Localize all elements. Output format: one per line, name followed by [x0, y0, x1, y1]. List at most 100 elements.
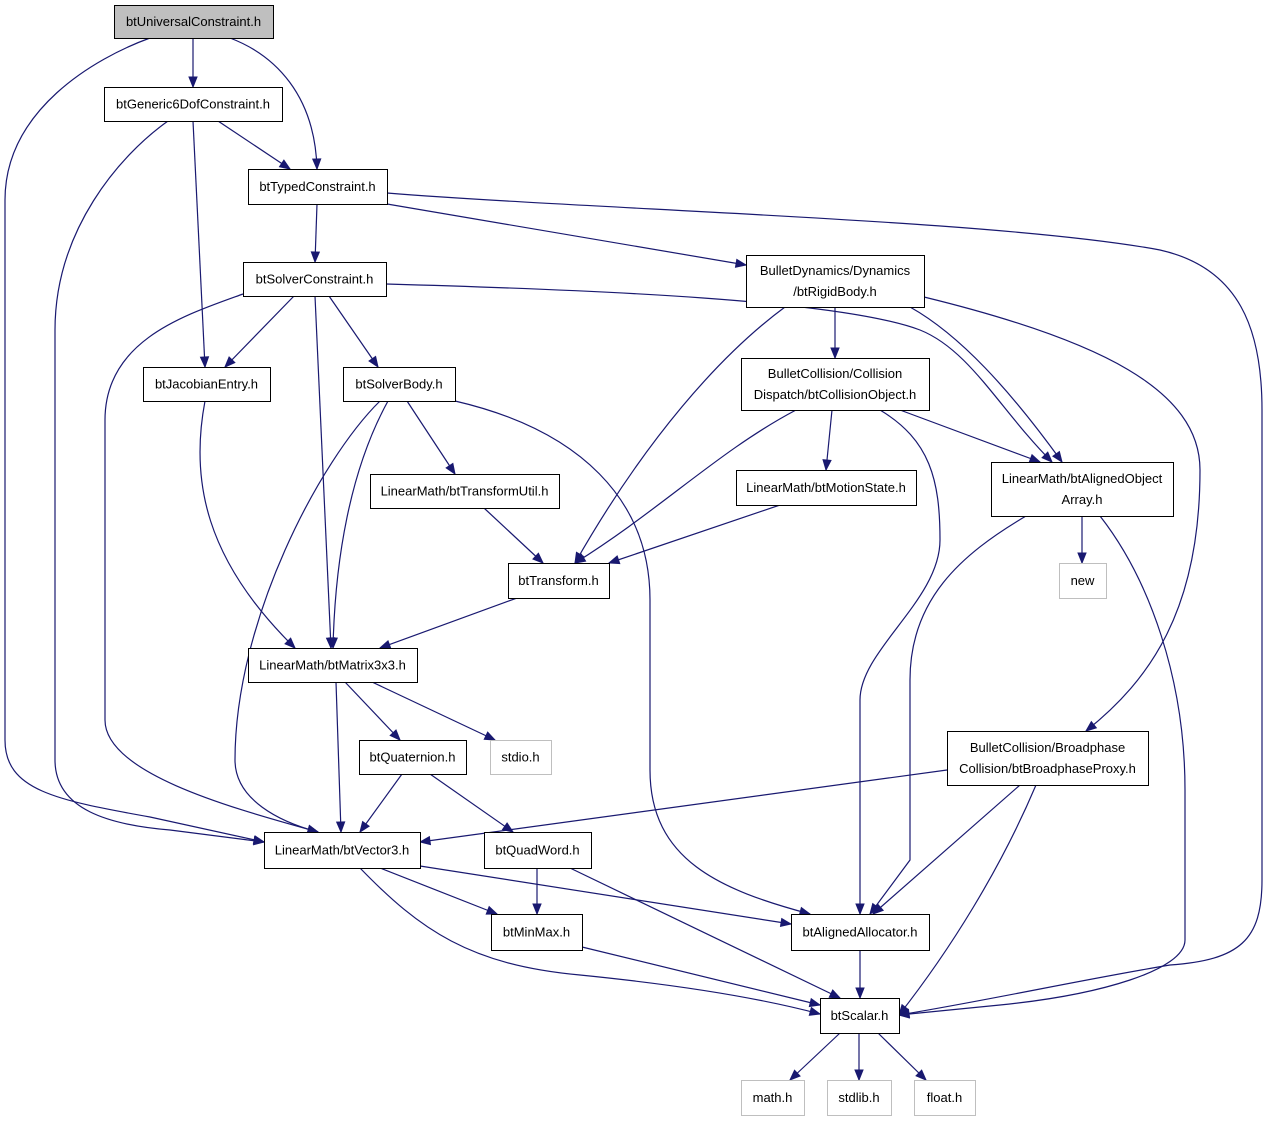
arrowhead [898, 1003, 910, 1017]
node-label: btSolverConstraint.h [256, 272, 374, 287]
node-box [791, 914, 930, 951]
node-btJacobianEntry[interactable]: btJacobianEntry.h [143, 367, 271, 402]
edge-btSolverConstraint-to-btAlignedObjectArray [385, 283, 1053, 463]
node-box [746, 255, 925, 308]
edge-line [344, 681, 401, 741]
node-btMotionState[interactable]: LinearMath/btMotionState.h [736, 470, 917, 506]
edge-btUniversalConstraint-to-btVector3 [4, 37, 266, 845]
arrowhead [822, 459, 832, 472]
node-btGeneric6DofConstraint[interactable]: btGeneric6DofConstraint.h [104, 87, 283, 122]
node-box [490, 740, 552, 775]
edge-btSolverBody-to-btTransformUtil [406, 400, 456, 476]
node-box [359, 740, 467, 775]
node-btRigidBody[interactable]: BulletDynamics/Dynamics/btRigidBody.h [746, 255, 925, 308]
edge-line [569, 867, 841, 999]
edge-line [454, 400, 811, 915]
edge-line [217, 120, 291, 170]
node-btVector3[interactable]: LinearMath/btVector3.h [264, 832, 421, 869]
edge-line [379, 867, 498, 915]
edge-line [328, 295, 379, 368]
node-btQuaternion[interactable]: btQuaternion.h [359, 740, 467, 775]
edge-line [923, 296, 1201, 732]
node-stdio: stdio.h [490, 740, 552, 775]
node-box [827, 1080, 892, 1116]
edge-line [877, 1032, 927, 1081]
node-btCollisionObject[interactable]: BulletCollision/CollisionDispatch/btColl… [741, 358, 930, 411]
edge-btMatrix3x3-to-btVector3 [335, 681, 346, 834]
node-label: math.h [753, 1090, 793, 1105]
node-btSolverBody[interactable]: btSolverBody.h [343, 367, 456, 402]
arrowhead [830, 347, 840, 360]
node-box [484, 832, 592, 869]
edge-btVector3-to-btScalar [359, 867, 822, 1016]
edge-line [872, 784, 1021, 915]
arrowhead [199, 356, 210, 369]
node-btTransformUtil[interactable]: LinearMath/btTransformUtil.h [370, 474, 560, 509]
edge-line [224, 295, 295, 368]
node-label: btAlignedAllocator.h [803, 925, 918, 940]
edge-line [581, 946, 821, 1006]
edge-line [859, 409, 941, 914]
edge-line [899, 409, 1041, 463]
node-label: btMinMax.h [503, 925, 570, 940]
node-label: new [1071, 573, 1095, 588]
edge-line [104, 293, 319, 833]
arrowhead [808, 1006, 822, 1016]
edge-line [229, 37, 318, 170]
edge-btCollisionObject-to-btMotionState [822, 409, 833, 472]
node-btTypedConstraint[interactable]: btTypedConstraint.h [248, 169, 388, 205]
edge-line [406, 400, 456, 475]
edge-line [335, 681, 342, 833]
arrowhead [1028, 453, 1042, 463]
node-label: LinearMath/btVector3.h [275, 843, 409, 858]
arrowhead [252, 835, 266, 846]
node-box [143, 367, 271, 402]
edge-btScalar-to-float [877, 1032, 927, 1081]
node-box [947, 731, 1149, 786]
arrowhead [445, 462, 456, 476]
node-btBroadphaseProxy[interactable]: BulletCollision/BroadphaseCollision/btBr… [947, 731, 1149, 786]
edge-line [419, 769, 948, 843]
edge-btTypedConstraint-to-btSolverConstraint [310, 203, 321, 264]
arrowhead [378, 639, 392, 649]
node-btAlignedAllocator[interactable]: btAlignedAllocator.h [791, 914, 930, 951]
arrowhead [779, 917, 793, 928]
node-box [248, 169, 388, 205]
node-btScalar[interactable]: btScalar.h [820, 998, 900, 1034]
arrowhead [328, 637, 338, 650]
edge-btMatrix3x3-to-stdio [371, 681, 497, 741]
node-label: BulletDynamics/Dynamics [760, 263, 911, 278]
edge-line [192, 120, 206, 368]
edge-btBroadphaseProxy-to-btScalar [898, 784, 1037, 1017]
node-label: btJacobianEntry.h [155, 377, 258, 392]
node-btMinMax[interactable]: btMinMax.h [491, 914, 583, 951]
node-btMatrix3x3[interactable]: LinearMath/btMatrix3x3.h [248, 648, 418, 683]
arrowhead [224, 356, 236, 368]
node-btTransform[interactable]: btTransform.h [508, 563, 610, 599]
node-label: btQuadWord.h [495, 843, 579, 858]
arrowhead [532, 552, 544, 564]
arrowhead [188, 76, 198, 89]
edge-btCollisionObject-to-btAlignedObjectArray [899, 409, 1042, 463]
arrowhead [368, 355, 379, 369]
arrowhead [871, 903, 885, 915]
node-box [991, 462, 1174, 517]
arrowhead [855, 903, 865, 916]
node-btQuadWord[interactable]: btQuadWord.h [484, 832, 592, 869]
node-box [914, 1080, 976, 1116]
edge-line [429, 773, 514, 833]
node-stdlib: stdlib.h [827, 1080, 892, 1116]
arrowhead [1052, 450, 1063, 464]
node-label: btSolverBody.h [355, 377, 442, 392]
node-btUniversalConstraint[interactable]: btUniversalConstraint.h [114, 5, 274, 39]
arrowhead [855, 987, 865, 1000]
edge-btSolverConstraint-to-btJacobianEntry [224, 295, 295, 368]
edge-btMotionState-to-btTransform [607, 504, 781, 565]
edge-line [869, 515, 1027, 915]
node-box [736, 470, 917, 506]
node-btSolverConstraint[interactable]: btSolverConstraint.h [243, 262, 387, 297]
node-label: Collision/btBroadphaseProxy.h [959, 761, 1136, 776]
node-box [264, 832, 421, 869]
